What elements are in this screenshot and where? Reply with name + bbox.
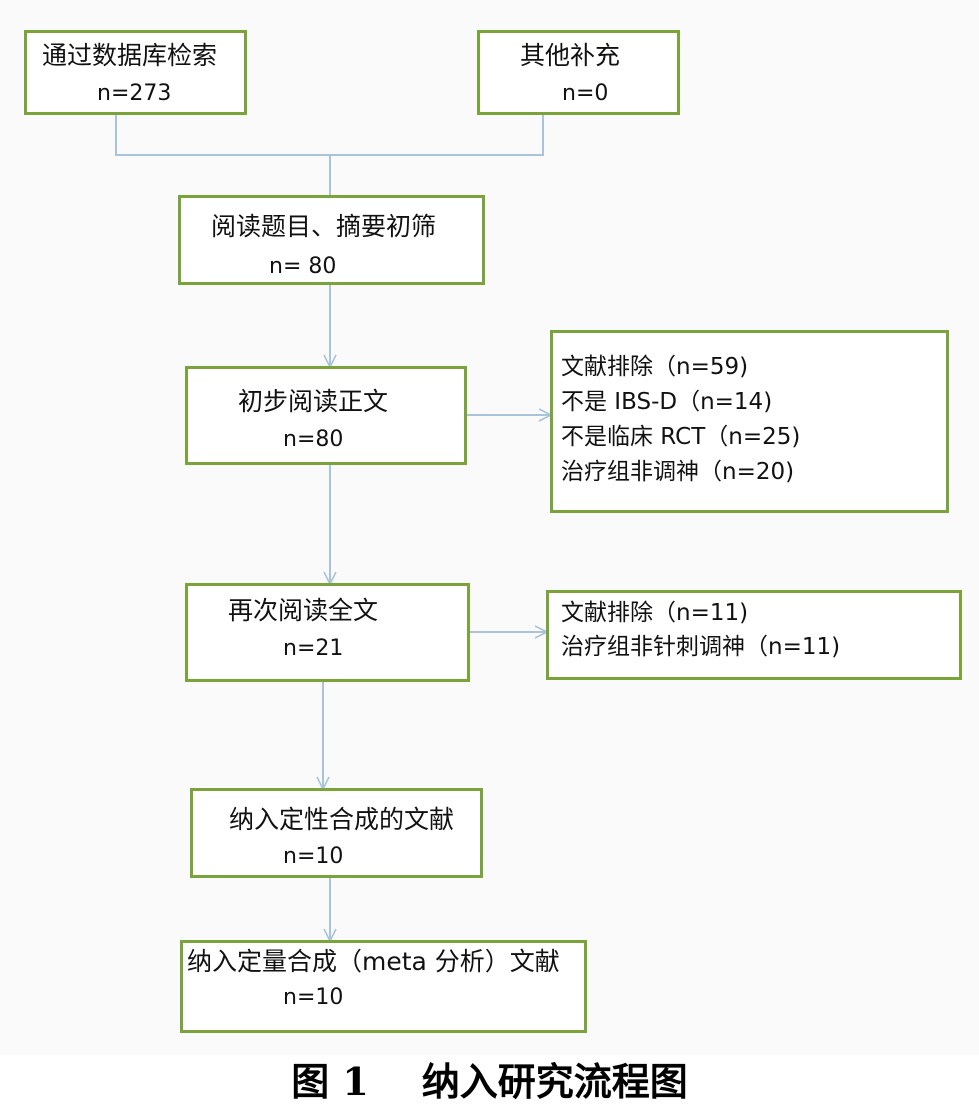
preliminary-reading-title: 初步阅读正文 <box>238 387 389 416</box>
figure-title: 纳入研究流程图 <box>421 1059 688 1104</box>
other-sources-title: 其他补充 <box>520 41 621 70</box>
full-text-reading-box: 再次阅读全文 n=21 <box>185 583 470 682</box>
flowchart-canvas: 通过数据库检索 n=273 其他补充 n=0 阅读题目、摘要初筛 n= 80 初… <box>24 30 979 1055</box>
database-search-title: 通过数据库检索 <box>42 41 218 70</box>
qualitative-synthesis-title: 纳入定性合成的文献 <box>229 805 455 834</box>
quantitative-synthesis-title: 纳入定量合成（meta 分析）文献 <box>187 947 560 976</box>
exclusion-box-1: 文献排除（n=59) 不是 IBS-D（n=14) 不是临床 RCT（n=25)… <box>550 330 949 513</box>
figure-number: 图 1 <box>291 1059 369 1104</box>
exclusion-1-line-not-tiaoshen: 治疗组非调神（n=20) <box>561 459 795 485</box>
database-search-box: 通过数据库检索 n=273 <box>24 30 247 115</box>
full-text-reading-count: n=21 <box>283 636 344 661</box>
figure-caption: 图 1 纳入研究流程图 <box>0 1058 979 1106</box>
qualitative-synthesis-box: 纳入定性合成的文献 n=10 <box>190 788 483 878</box>
database-search-count: n=273 <box>97 81 172 106</box>
exclusion-2-line-total: 文献排除（n=11) <box>561 600 749 626</box>
exclusion-1-line-not-ibsd: 不是 IBS-D（n=14) <box>561 389 773 415</box>
other-sources-box: 其他补充 n=0 <box>477 30 680 115</box>
connector-lines <box>115 115 979 1055</box>
preliminary-reading-count: n=80 <box>283 427 344 452</box>
qualitative-synthesis-count: n=10 <box>283 844 344 869</box>
merge-connector <box>115 115 544 195</box>
full-text-reading-title: 再次阅读全文 <box>228 596 379 625</box>
exclusion-1-line-not-rct: 不是临床 RCT（n=25) <box>561 424 801 450</box>
title-abstract-screen-box: 阅读题目、摘要初筛 n= 80 <box>178 195 485 285</box>
other-sources-count: n=0 <box>562 81 609 106</box>
preliminary-reading-box: 初步阅读正文 n=80 <box>185 366 467 465</box>
exclusion-box-2: 文献排除（n=11) 治疗组非针刺调神（n=11) <box>546 590 962 680</box>
quantitative-synthesis-box: 纳入定量合成（meta 分析）文献 n=10 <box>180 940 587 1033</box>
exclusion-1-line-total: 文献排除（n=59) <box>561 354 749 380</box>
title-abstract-screen-title: 阅读题目、摘要初筛 <box>211 212 437 241</box>
exclusion-2-line-not-acupuncture: 治疗组非针刺调神（n=11) <box>561 634 841 660</box>
title-abstract-screen-count: n= 80 <box>269 254 337 279</box>
quantitative-synthesis-count: n=10 <box>283 985 344 1010</box>
